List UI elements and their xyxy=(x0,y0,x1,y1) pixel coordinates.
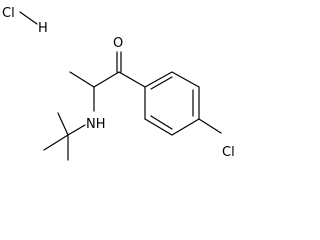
ketone-group: O xyxy=(113,36,123,73)
alpha-carbon-methyl-bond xyxy=(69,71,95,88)
oxygen-label: O xyxy=(113,36,123,51)
nitrogen-tert-butyl-bond xyxy=(67,124,86,136)
ring-bond-4 xyxy=(171,118,200,136)
ring-inner-double-bond-1 xyxy=(150,76,173,90)
ring-inner-double-bond-3 xyxy=(150,115,173,130)
alkyl-chain: NH xyxy=(67,71,120,136)
tert-butyl-group xyxy=(43,112,69,161)
hcl-bond xyxy=(19,11,38,25)
aryl-chlorine-label: Cl xyxy=(222,145,235,160)
hcl-hydrogen-label: H xyxy=(38,21,48,36)
ring-chlorine-bond xyxy=(198,118,222,134)
hcl-salt: Cl H xyxy=(2,6,48,36)
ring-bond-1 xyxy=(144,71,173,88)
hcl-chlorine-label: Cl xyxy=(2,6,15,21)
ring-bond-2 xyxy=(171,71,200,88)
carbonyl-alpha-carbon-bond xyxy=(93,71,120,88)
carbonyl-ring-bond xyxy=(118,71,146,88)
chemical-structure-diagram: Cl H O NH Cl xyxy=(2,6,235,161)
tert-butyl-methyl-bond-left xyxy=(43,134,69,151)
ring-bond-5 xyxy=(144,118,173,136)
tert-butyl-methyl-bond-up xyxy=(57,112,69,136)
benzene-ring xyxy=(118,71,200,136)
aryl-chloride: Cl xyxy=(198,118,235,160)
amine-label: NH xyxy=(86,117,106,132)
